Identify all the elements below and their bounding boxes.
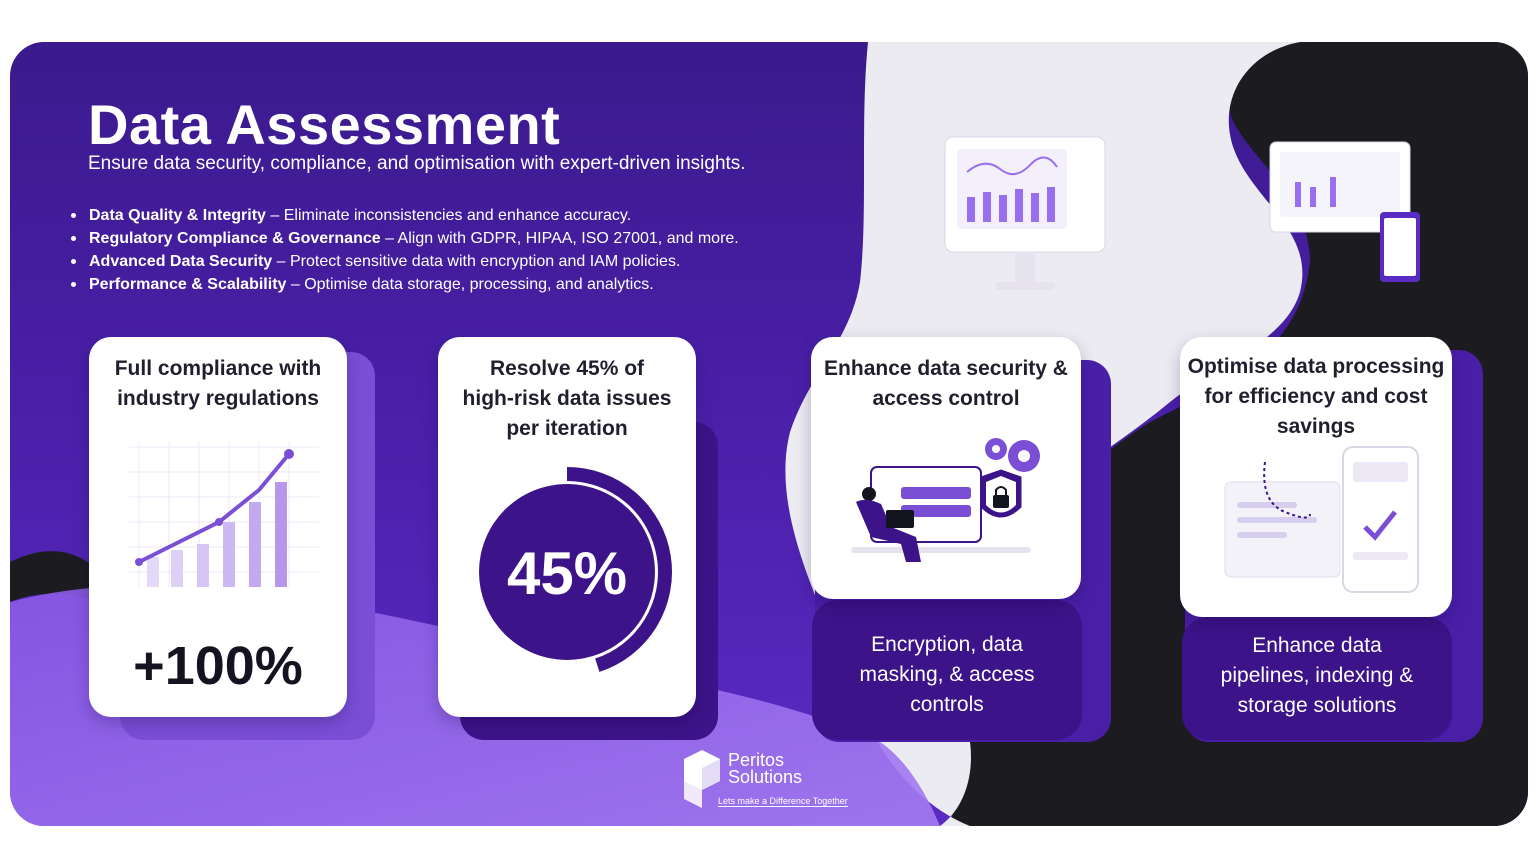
bullet-text: – Align with GDPR, HIPAA, ISO 27001, and… (380, 230, 739, 247)
brand-name-line: Peritos (728, 750, 785, 770)
security-card: Enhance data security & access control (811, 337, 1081, 599)
risk-card: Resolve 45% of high-risk data issues per… (438, 337, 696, 717)
page-subtitle: Ensure data security, compliance, and op… (88, 153, 746, 174)
infographic-panel: Data Assessment Ensure data security, co… (10, 42, 1528, 826)
compliance-stat: +100% (133, 636, 303, 696)
brand-name: Peritos Solutions (728, 750, 803, 787)
benefits-list: Data Quality & Integrity – Eliminate inc… (70, 204, 739, 296)
title-line: savings (1276, 415, 1356, 438)
bullet-text: – Optimise data storage, processing, and… (286, 276, 654, 293)
detail-line: Enhance data (1252, 634, 1382, 657)
detail-line: masking, & access (859, 663, 1035, 686)
title-line: Resolve 45% of (489, 357, 645, 380)
list-item: Regulatory Compliance & Governance – Ali… (70, 227, 739, 250)
bullet-label: Data Quality & Integrity (89, 207, 266, 224)
progress-ring-arc (566, 467, 672, 672)
risk-stat: 45% (507, 540, 627, 607)
left-black-wave (10, 551, 100, 602)
bullet-text: – Protect sensitive data with encryption… (272, 253, 681, 270)
title-line: per iteration (506, 417, 628, 440)
detail-line: Encryption, data (871, 633, 1023, 656)
title-line: high-risk data issues (462, 387, 672, 410)
dashboard-illustration-icon (1224, 446, 1419, 593)
bullet-text: – Eliminate inconsistencies and enhance … (265, 207, 632, 224)
progress-ring-center (479, 484, 655, 660)
laptop-illustration (1269, 141, 1420, 282)
compliance-card-title: Full compliance with industry regulation… (89, 354, 347, 414)
brand-tagline: Lets make a Difference Together (718, 796, 848, 807)
security-illustration-icon (851, 438, 1040, 562)
title-line: for efficiency and cost (1204, 385, 1428, 408)
monitor-illustration (944, 136, 1106, 290)
processing-detail-text: Enhance data pipelines, indexing & stora… (1182, 631, 1452, 721)
list-item: Performance & Scalability – Optimise dat… (70, 273, 739, 296)
list-item: Advanced Data Security – Protect sensiti… (70, 250, 739, 273)
page-title: Data Assessment (88, 93, 561, 156)
security-detail-text: Encryption, data masking, & access contr… (812, 630, 1082, 720)
list-item: Data Quality & Integrity – Eliminate inc… (70, 204, 739, 227)
detail-line: storage solutions (1237, 694, 1397, 717)
title-line: Optimise data processing (1187, 355, 1445, 378)
brand-name-line: Solutions (728, 767, 803, 787)
processing-card-title: Optimise data processing for efficiency … (1180, 352, 1452, 442)
cube-logo-icon (684, 750, 720, 808)
bullet-label: Regulatory Compliance & Governance (89, 230, 381, 247)
title-line: Enhance data security & (824, 357, 1068, 380)
title-line: industry regulations (117, 387, 319, 410)
detail-line: pipelines, indexing & (1220, 664, 1414, 687)
growth-chart-icon (129, 442, 319, 587)
title-line: Full compliance with (114, 357, 322, 380)
progress-ring: 45% (479, 467, 672, 672)
processing-detail-box: Enhance data pipelines, indexing & stora… (1182, 617, 1452, 740)
security-card-title: Enhance data security & access control (811, 354, 1081, 414)
bullet-label: Advanced Data Security (89, 253, 273, 270)
security-detail-box: Encryption, data masking, & access contr… (812, 600, 1082, 740)
processing-card: Optimise data processing for efficiency … (1180, 337, 1452, 617)
title-line: access control (872, 387, 1020, 410)
risk-card-title: Resolve 45% of high-risk data issues per… (438, 354, 696, 444)
bullet-label: Performance & Scalability (89, 276, 287, 293)
compliance-card: Full compliance with industry regulation… (89, 337, 347, 717)
company-logo: Peritos Solutions Lets make a Difference… (682, 748, 862, 814)
detail-line: controls (910, 693, 984, 716)
